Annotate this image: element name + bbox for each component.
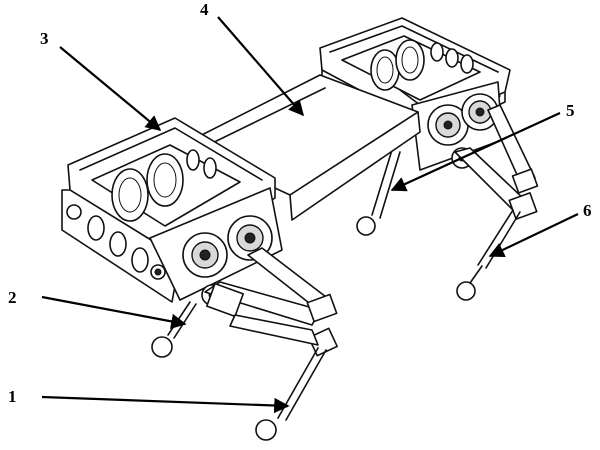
callout-4: 4 bbox=[200, 0, 209, 19]
callout-1: 1 bbox=[8, 387, 17, 406]
front-foot-right bbox=[255, 419, 277, 441]
front-leg-left bbox=[151, 301, 197, 358]
rear-leg-links bbox=[454, 104, 539, 269]
callout-arrows bbox=[41, 16, 579, 414]
callout-5: 5 bbox=[566, 101, 575, 120]
rear-foot-right bbox=[456, 281, 476, 301]
rear-leg-left bbox=[356, 149, 401, 236]
callout-3: 3 bbox=[40, 29, 49, 48]
front-leg-links bbox=[204, 247, 338, 421]
callout-2: 2 bbox=[8, 288, 17, 307]
callout-6: 6 bbox=[583, 201, 592, 220]
front-side-plate bbox=[61, 189, 181, 303]
